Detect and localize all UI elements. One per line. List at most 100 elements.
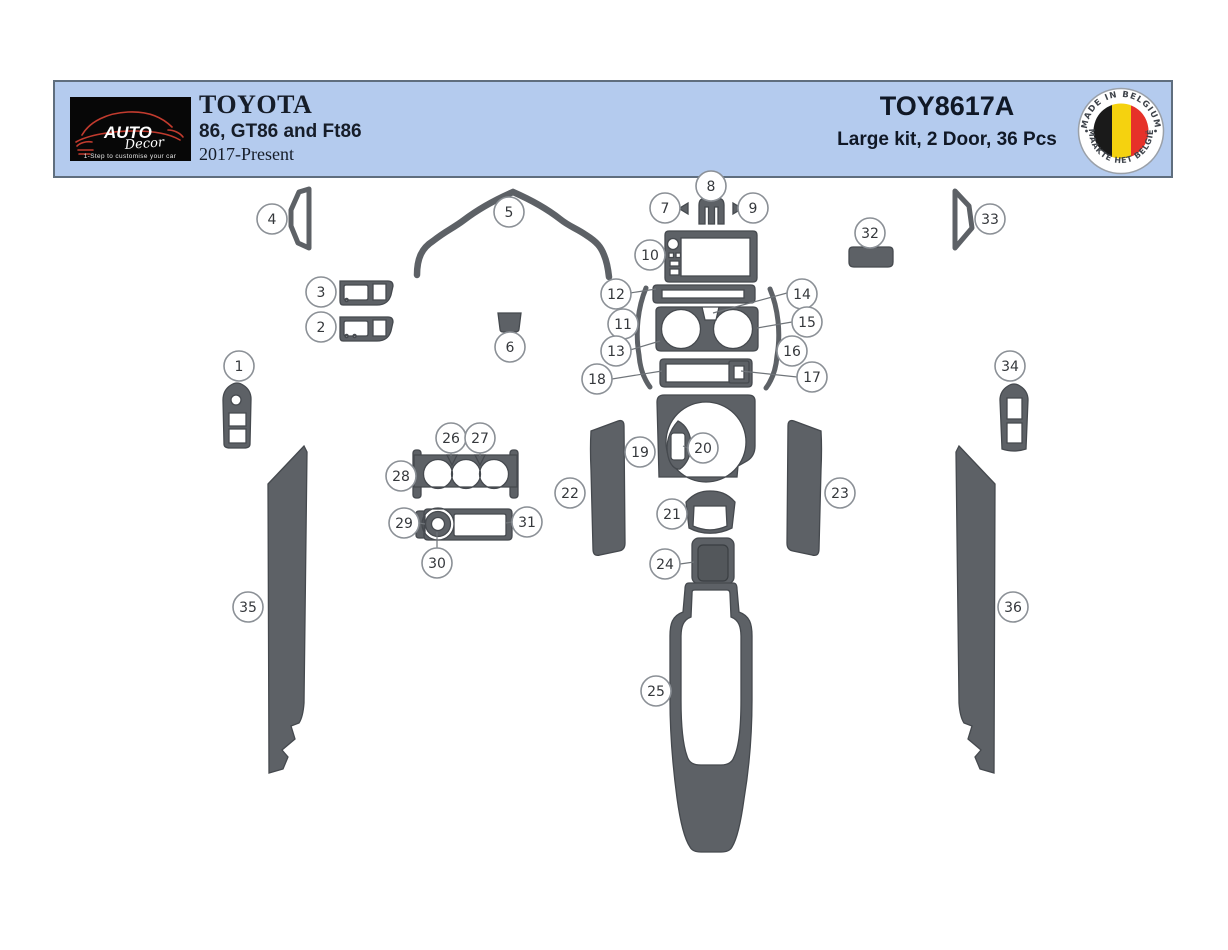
callout-number-21: 21 <box>663 507 681 523</box>
callout-circle-24 <box>649 548 681 580</box>
part-4-shape <box>288 186 312 251</box>
part-26-shape <box>445 454 459 467</box>
callout-number-15: 15 <box>798 315 816 331</box>
part-33-shape <box>952 188 975 251</box>
callout-number-16: 16 <box>783 344 801 360</box>
kit-description: Large kit, 2 Door, 36 Pcs <box>837 129 1057 150</box>
callout-number-9: 9 <box>749 201 758 217</box>
callout-number-13: 13 <box>607 344 625 360</box>
part-17-shape <box>728 360 750 384</box>
vehicle-make: TOYOTA <box>199 90 313 119</box>
callout-number-29: 29 <box>395 516 413 532</box>
vehicle-years: 2017-Present <box>199 144 294 164</box>
part-23-shape <box>786 419 823 557</box>
car-outline-graphic <box>75 111 184 155</box>
callout-circle-20 <box>687 432 719 464</box>
callout-number-22: 22 <box>561 486 579 502</box>
callout-circle-29 <box>388 507 420 539</box>
callout-circle-34 <box>994 350 1026 382</box>
callout-number-30: 30 <box>428 556 446 572</box>
logo-brand-text: AUTO <box>103 123 152 142</box>
callout-number-4: 4 <box>268 212 277 228</box>
callout-number-34: 34 <box>1001 359 1019 375</box>
callout-number-33: 33 <box>981 212 999 228</box>
callout-number-7: 7 <box>661 201 670 217</box>
callout-circle-36 <box>997 591 1029 623</box>
callout-circle-32 <box>854 217 886 249</box>
callout-number-18: 18 <box>588 372 606 388</box>
callout-circle-12 <box>600 278 632 310</box>
callout-number-10: 10 <box>641 248 659 264</box>
callout-number-19: 19 <box>631 445 649 461</box>
callout-number-23: 23 <box>831 486 849 502</box>
callout-circle-18 <box>581 363 613 395</box>
callout-number-8: 8 <box>707 179 716 195</box>
part-10-shape <box>664 230 758 283</box>
flag-stripe-red <box>1131 103 1149 159</box>
flag-stripe-black <box>1093 103 1112 159</box>
callout-circle-21 <box>656 498 688 530</box>
callout-circle-23 <box>824 477 856 509</box>
callout-number-2: 2 <box>317 320 326 336</box>
part-36-shape <box>955 444 996 774</box>
callout-circle-27 <box>464 422 496 454</box>
part-16-shape <box>763 286 782 391</box>
callout-number-12: 12 <box>607 287 625 303</box>
callout-circle-2 <box>305 311 337 343</box>
callout-number-20: 20 <box>694 441 712 457</box>
logo-tagline: 1-Step to customise your car <box>84 153 177 160</box>
callout-circle-35 <box>232 591 264 623</box>
autodecor-logo-graphic: AUTO Decor 1-Step to customise your car <box>75 111 184 160</box>
autodecor-logo: AUTO Decor 1-Step to customise your car <box>70 97 191 161</box>
badge-dot-left <box>1085 129 1088 133</box>
leader-lines <box>418 288 798 565</box>
callout-number-35: 35 <box>239 600 257 616</box>
badge-dot-right <box>1154 129 1157 133</box>
part-12-shape <box>652 284 756 304</box>
part-28-shape <box>413 454 518 490</box>
part-32-shape <box>848 246 894 268</box>
part-19-shape <box>656 394 756 483</box>
callout-circle-31 <box>511 506 543 538</box>
part-11-shape <box>634 285 653 390</box>
part-8-shape <box>698 197 725 225</box>
callout-number-26: 26 <box>442 431 460 447</box>
part-3-shape <box>339 280 394 306</box>
callout-circle-3 <box>305 276 337 308</box>
callout-circle-28 <box>385 460 417 492</box>
part-1-shape <box>222 382 252 449</box>
callout-number-3: 3 <box>317 285 326 301</box>
vehicle-models: 86, GT86 and Ft86 <box>199 121 362 142</box>
callout-circle-10 <box>634 239 666 271</box>
callout-circle-13 <box>600 335 632 367</box>
callout-circle-17 <box>796 361 828 393</box>
callout-number-14: 14 <box>793 287 811 303</box>
part-22-shape <box>589 419 626 557</box>
header-band: AUTO Decor 1-Step to customise your car … <box>53 80 1173 178</box>
callout-number-28: 28 <box>392 469 410 485</box>
part-6-shape <box>497 312 522 333</box>
belgium-flag-icon <box>1093 103 1149 159</box>
callout-circle-25 <box>640 675 672 707</box>
part-34-shape <box>999 383 1029 452</box>
callout-number-17: 17 <box>803 370 821 386</box>
part-30-shape <box>424 510 452 538</box>
callout-number-36: 36 <box>1004 600 1022 616</box>
callout-number-32: 32 <box>861 226 879 242</box>
part-24-inner <box>697 544 729 582</box>
callout-number-24: 24 <box>656 557 674 573</box>
callout-circle-9 <box>737 192 769 224</box>
callout-number-31: 31 <box>518 515 536 531</box>
callout-number-27: 27 <box>471 431 489 447</box>
callout-circle-7 <box>649 192 681 224</box>
callout-number-6: 6 <box>506 340 515 356</box>
callout-number-25: 25 <box>647 684 665 700</box>
callout-circle-33 <box>974 203 1006 235</box>
logo-script-text: Decor <box>123 135 165 153</box>
callout-circle-6 <box>494 331 526 363</box>
kit-block: TOY8617A Large kit, 2 Door, 36 Pcs <box>797 90 1097 151</box>
callout-circle-22 <box>554 477 586 509</box>
callout-circle-1 <box>223 350 255 382</box>
